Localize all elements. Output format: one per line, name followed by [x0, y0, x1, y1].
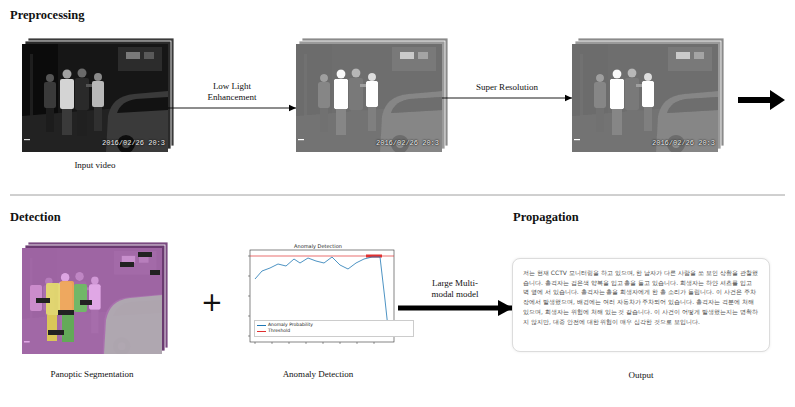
caption: Panoptic Segmentation — [0, 369, 192, 379]
legend-swatch — [257, 325, 266, 326]
process-arrow — [168, 108, 296, 109]
video-frame — [572, 44, 718, 153]
legend-row: Anomaly Probability — [257, 322, 411, 328]
section-heading: Detection — [10, 210, 61, 225]
video-frame — [296, 44, 442, 153]
chart-node: Anomaly DetectionAnomaly DetectionAnomal… — [238, 240, 398, 358]
legend-text: Anomaly Probability — [268, 322, 313, 328]
output-text: 저는 현재 CCTV 모니터링을 하고 있으며, 한 남자가 다른 사람을 쏘 … — [513, 259, 769, 335]
caption: Output — [483, 370, 795, 380]
section-heading: Preprocessing — [10, 8, 85, 23]
video-frame-node: 2016/02/26 20:3 — [572, 44, 718, 152]
output-box: 저는 현재 CCTV 모니터링을 하고 있으며, 한 남자가 다른 사람을 쏘 … — [512, 258, 770, 352]
caption: Anomaly Detection — [208, 369, 428, 379]
section-heading: Propagation — [513, 210, 579, 225]
video-frame — [22, 44, 168, 153]
flow-arrow — [738, 90, 785, 110]
arrow-label: Large Multi-modal model — [426, 278, 484, 300]
timestamp: 2016/02/26 20:3 — [102, 139, 165, 147]
divider — [10, 195, 785, 196]
legend-row: Threshold — [257, 328, 411, 334]
legend-swatch — [257, 331, 266, 332]
chart-legend: Anomaly ProbabilityThreshold — [254, 320, 414, 337]
timestamp: 2016/02/26 20:3 — [376, 139, 439, 147]
model-arrow — [398, 306, 512, 311]
sr-frame-stack — [572, 38, 724, 153]
input-frame-stack — [22, 38, 174, 153]
enhanced-frame-stack — [296, 38, 448, 153]
legend-text: Threshold — [268, 328, 290, 334]
arrow-label: Super Resolution — [457, 82, 557, 93]
video-frame-node: 2016/02/26 20:3 — [296, 44, 442, 152]
plus-sign: + — [201, 287, 223, 317]
caption: Input video — [0, 160, 198, 170]
segmentation-frame-stack — [22, 242, 168, 355]
video-frame-node: 2016/02/26 20:3Input video — [22, 44, 168, 152]
timestamp: 2016/02/26 20:3 — [652, 139, 715, 147]
process-arrow — [442, 98, 572, 99]
segmentation-node: Panoptic Segmentation — [22, 248, 162, 354]
chart-title: Anomaly Detection — [238, 243, 398, 249]
video-frame — [22, 248, 162, 355]
arrow-label: Low Light Enhancement — [192, 81, 272, 103]
